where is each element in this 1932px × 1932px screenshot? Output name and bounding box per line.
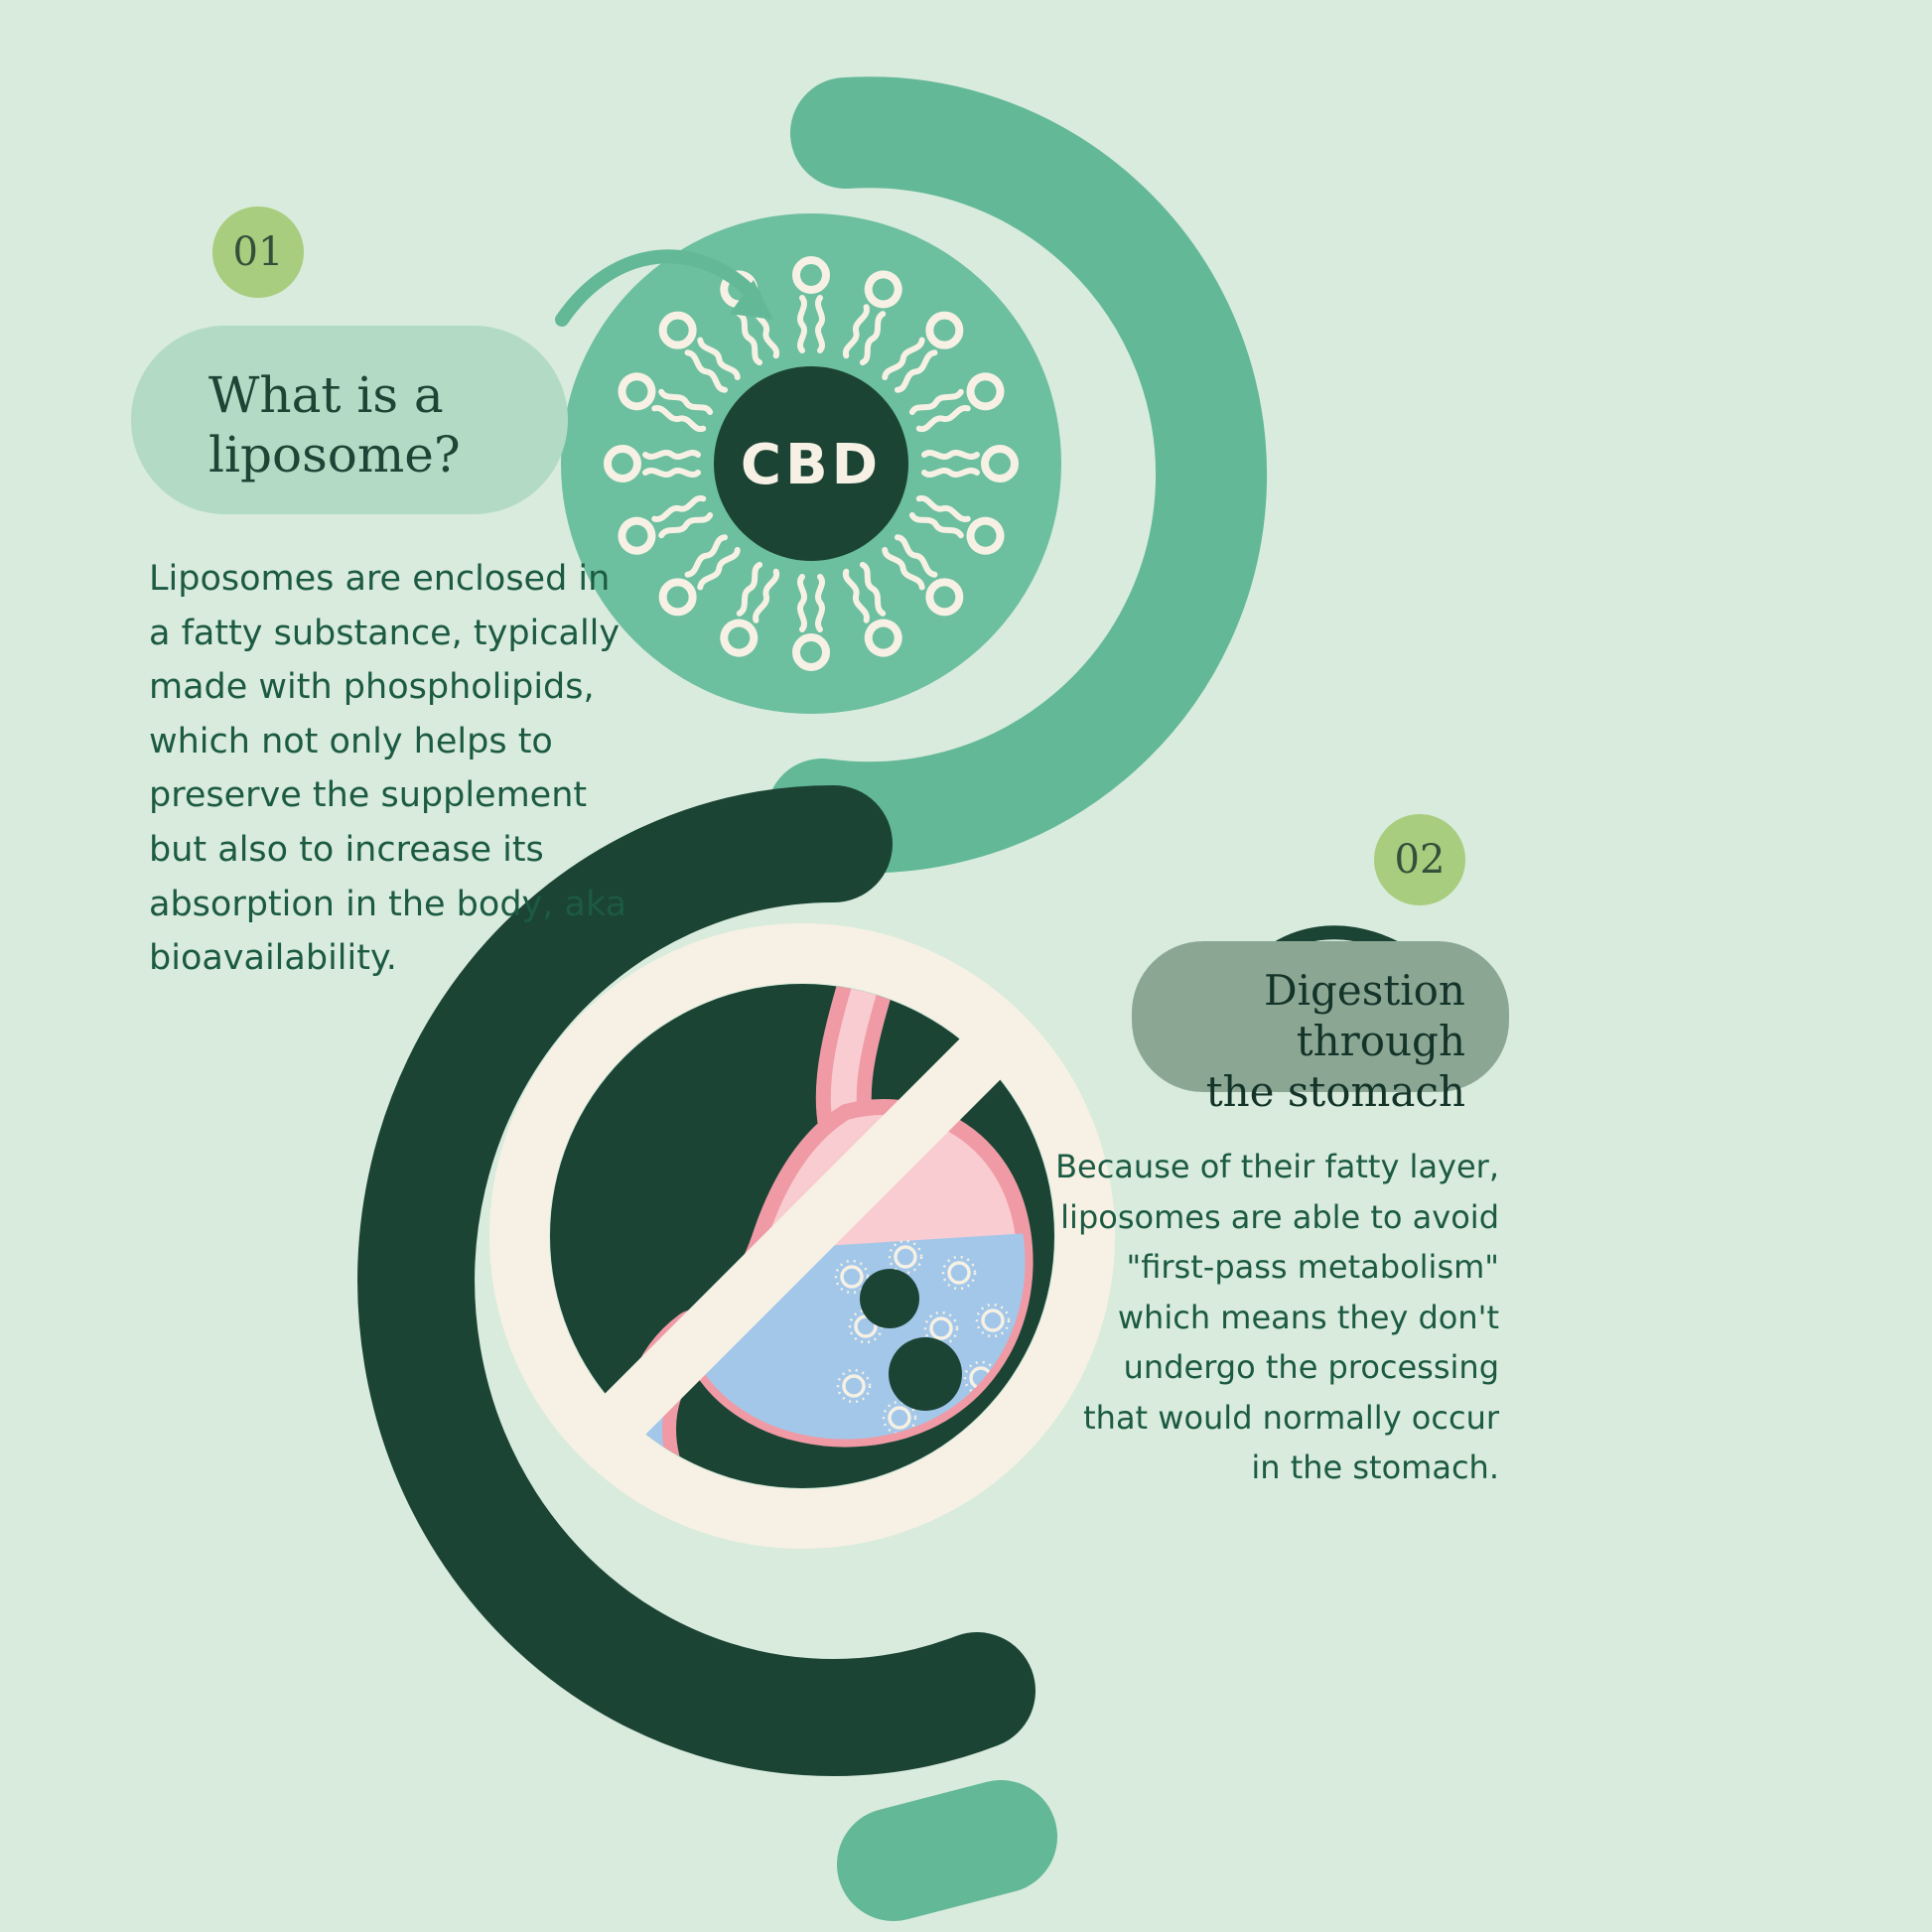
teal-spiral-tail: [837, 1780, 1057, 1921]
cbd-core-circle: [714, 366, 908, 561]
liposome-dot: [889, 1337, 962, 1411]
section2-number: 02: [1394, 837, 1446, 883]
no-stomach-sign: [489, 923, 1115, 1549]
section2-number-badge: 02: [1374, 814, 1465, 905]
prohibition-ring: [489, 923, 1115, 1549]
section1-title-bubble: What is a liposome?: [131, 326, 568, 514]
section1-number-badge: 01: [212, 207, 304, 298]
section1-title: What is a liposome?: [208, 366, 461, 483]
prohibition-slash: [573, 1006, 1034, 1466]
section1-body-text: Liposomes are enclosed in a fatty substa…: [149, 559, 627, 979]
liposome-diagram: CBD: [561, 213, 1061, 714]
arrow-to-liposome-icon: [555, 249, 773, 327]
section2-title-bubble: Digestion through the stomach: [1132, 941, 1509, 1116]
section2-title: Digestion through the stomach: [1205, 966, 1465, 1117]
teal-spiral-arc: [766, 76, 1268, 874]
liposome-dot: [860, 1269, 919, 1328]
cbd-label: CBD: [741, 433, 882, 497]
section1-number: 01: [232, 229, 284, 275]
section2-body-text: Because of their fatty layer, liposomes …: [1055, 1148, 1499, 1487]
dark-spiral-arc: [357, 784, 1035, 1776]
